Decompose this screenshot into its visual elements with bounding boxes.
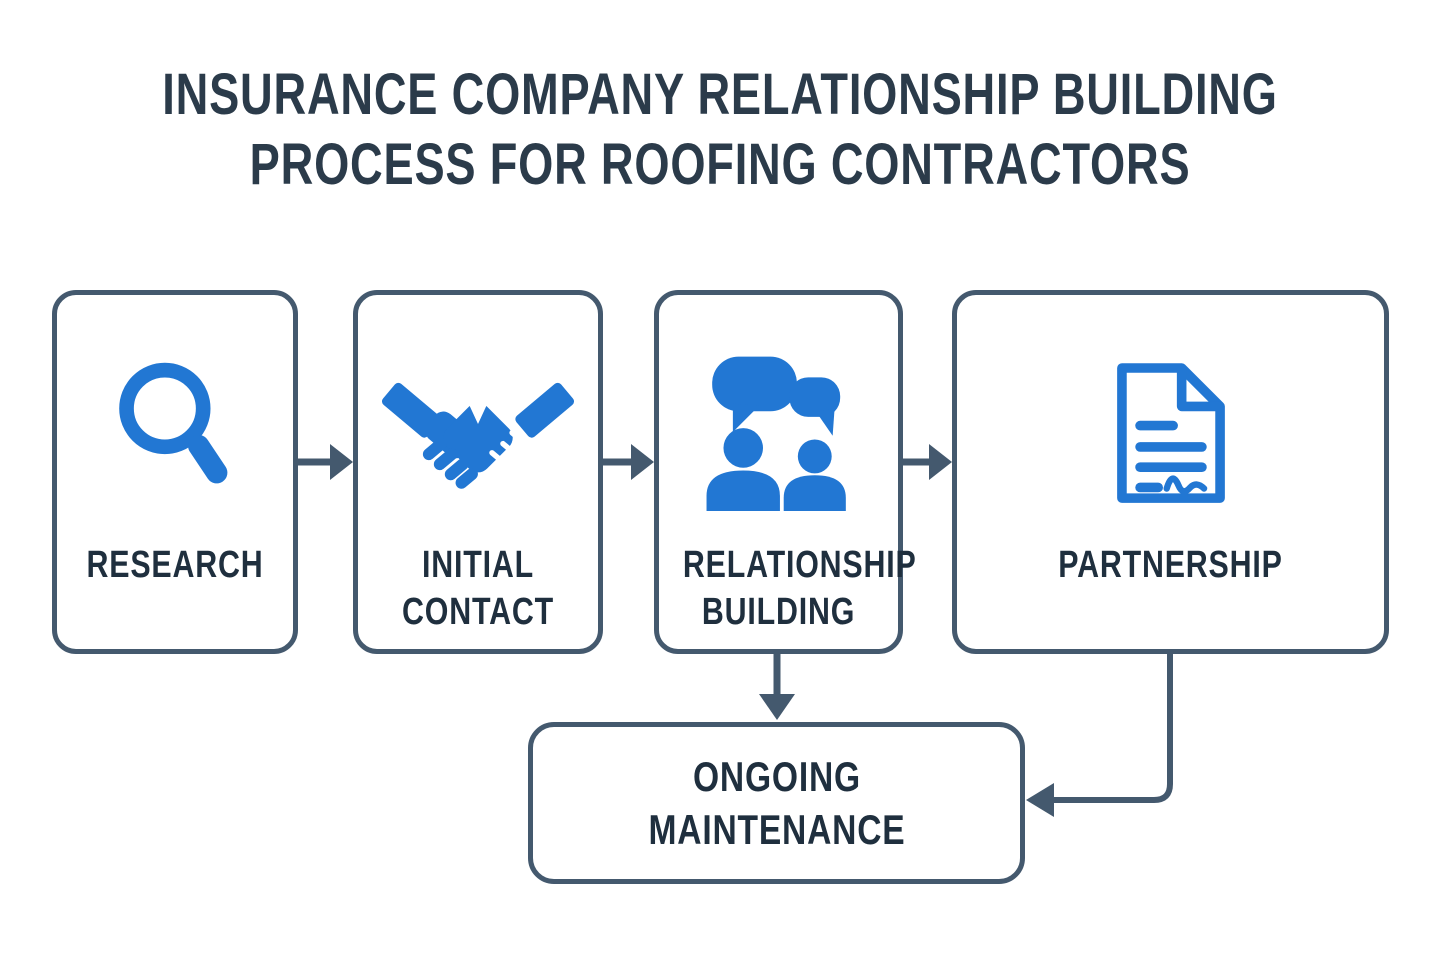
step-initial-contact: INITIAL CONTACT <box>353 290 603 654</box>
page-title: INSURANCE COMPANY RELATIONSHIP BUILDING … <box>0 60 1440 200</box>
step-label-initial-contact: INITIAL CONTACT <box>402 544 554 633</box>
title-line-2: PROCESS FOR ROOFING CONTRACTORS <box>249 132 1191 197</box>
step-research: RESEARCH <box>52 290 298 654</box>
step-relationship-building: RELATIONSHIP BUILDING <box>654 290 917 654</box>
step-partnership: PARTNERSHIP <box>952 290 1389 654</box>
step-label-ongoing-maintenance: ONGOING MAINTENANCE <box>647 753 906 853</box>
arrow-relationship-building-to-ongoing-maintenance <box>759 652 795 720</box>
arrow-relationship-building-to-partnership <box>901 444 952 480</box>
step-label-partnership: PARTNERSHIP <box>1058 544 1283 586</box>
step-ongoing-maintenance: ONGOING MAINTENANCE <box>528 722 1025 884</box>
arrow-partnership-to-ongoing-maintenance <box>1026 650 1173 817</box>
arrow-research-to-initial-contact <box>296 444 353 480</box>
signed-contract-icon <box>1116 363 1225 503</box>
title-line-1: INSURANCE COMPANY RELATIONSHIP BUILDING <box>162 62 1278 127</box>
handshake-icon <box>382 382 574 489</box>
people-conversation-icon <box>706 356 846 511</box>
magnifier-icon <box>119 362 228 484</box>
step-label-research: RESEARCH <box>86 544 264 586</box>
step-label-relationship-building: RELATIONSHIP BUILDING <box>682 544 917 633</box>
arrow-initial-contact-to-relationship-building <box>601 444 654 480</box>
